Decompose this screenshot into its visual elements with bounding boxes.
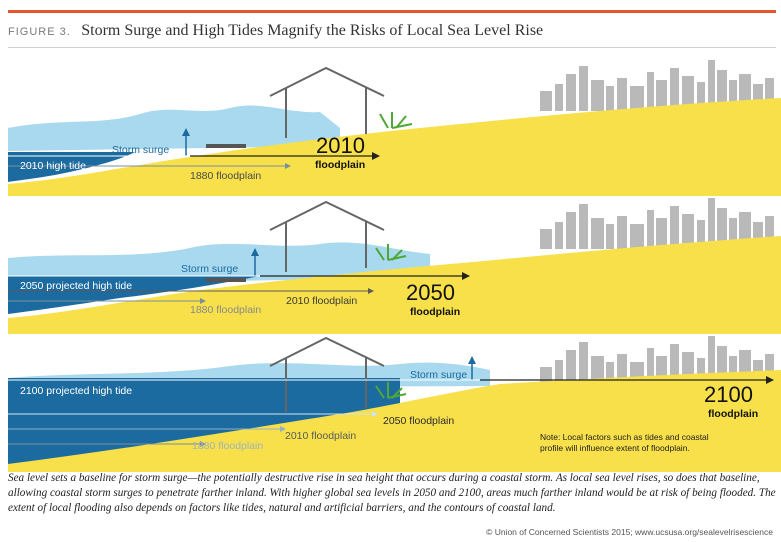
grass-icon xyxy=(375,382,407,399)
credit-line: © Union of Concerned Scientists 2015; ww… xyxy=(486,527,773,537)
panel-2010: 2010 high tide Storm surge 1880 floodpla… xyxy=(8,60,781,196)
floodplain-2050-label: 2050 floodplain xyxy=(383,415,454,427)
sea-wall xyxy=(206,278,246,282)
year-label: 2050 xyxy=(406,280,455,305)
year-sub-label: floodplain xyxy=(410,306,460,318)
storm-surge-label: Storm surge xyxy=(112,144,169,156)
surge-arrowhead-icon xyxy=(251,248,259,256)
figure-caption: Sea level sets a baseline for storm surg… xyxy=(8,472,776,514)
floodplain-2010-label: 2010 floodplain xyxy=(286,295,357,307)
floodplain-1880-label: 1880 floodplain xyxy=(190,304,261,316)
arrowhead-icon xyxy=(462,272,470,280)
floodplain-1880-label: 1880 floodplain xyxy=(190,170,261,182)
panel-2100: 2100 projected high tide Storm surge 188… xyxy=(8,336,781,472)
high-tide-label: 2100 projected high tide xyxy=(20,385,132,397)
figure-header: FIGURE 3. Storm Surge and High Tides Mag… xyxy=(8,22,543,40)
arrowhead-icon xyxy=(368,288,374,294)
arrowhead-icon xyxy=(200,441,206,447)
high-tide-water xyxy=(8,276,260,314)
storm-surge-label: Storm surge xyxy=(410,369,467,381)
grass-icon xyxy=(379,112,413,129)
header-divider xyxy=(8,47,776,48)
arrowhead-icon xyxy=(200,298,206,304)
arrowhead-icon xyxy=(372,411,378,417)
house-icon xyxy=(269,200,385,272)
land xyxy=(8,236,781,334)
year-label: 2100 xyxy=(704,382,753,407)
storm-surge-label: Storm surge xyxy=(181,263,238,275)
high-tide-water xyxy=(8,152,135,182)
storm-surge-water xyxy=(8,242,430,284)
year-sub-label: floodplain xyxy=(708,408,758,420)
house-icon xyxy=(269,66,385,138)
surge-arrowhead-icon xyxy=(182,128,190,136)
note-line-1: Note: Local factors such as tides and co… xyxy=(540,432,709,442)
land xyxy=(8,98,781,196)
skyline xyxy=(540,60,774,111)
accent-rule xyxy=(8,10,776,13)
sea-wall xyxy=(206,144,246,148)
surge-arrowhead-icon xyxy=(468,356,476,364)
figure-title: Storm Surge and High Tides Magnify the R… xyxy=(81,22,544,39)
grass-icon xyxy=(375,244,407,261)
high-tide-label: 2010 high tide xyxy=(20,160,86,172)
figure-label: FIGURE 3. xyxy=(8,26,71,38)
land xyxy=(8,370,781,472)
arrowhead-icon xyxy=(766,376,774,384)
house-icon xyxy=(269,336,385,412)
note-line-2: profile will influence extent of floodpl… xyxy=(540,443,690,453)
floodplain-2010-label: 2010 floodplain xyxy=(285,430,356,442)
arrowhead-icon xyxy=(280,426,286,432)
arrowhead-icon xyxy=(372,152,380,160)
year-sub-label: floodplain xyxy=(315,159,365,171)
high-tide-label: 2050 projected high tide xyxy=(20,280,132,292)
arrowhead-icon xyxy=(285,163,291,169)
panel-2050: 2050 projected high tide Storm surge 188… xyxy=(8,198,781,334)
storm-surge-water xyxy=(8,105,340,151)
floodplain-1880-label: 1880 floodplain xyxy=(192,440,263,452)
year-label: 2010 xyxy=(316,133,365,158)
